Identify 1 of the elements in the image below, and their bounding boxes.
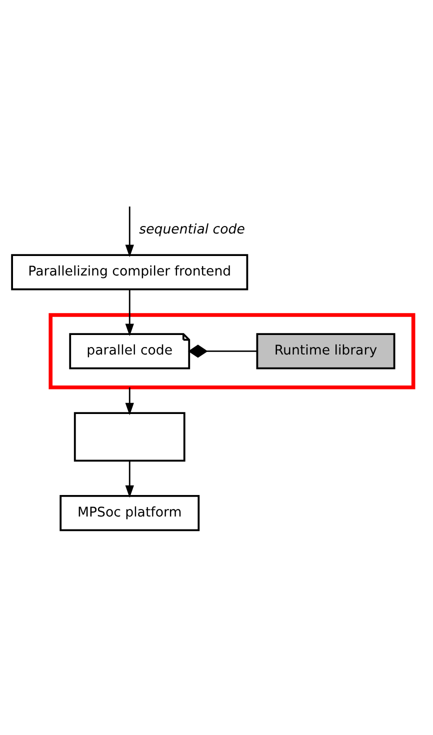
- edge-label: sequential code: [139, 222, 245, 237]
